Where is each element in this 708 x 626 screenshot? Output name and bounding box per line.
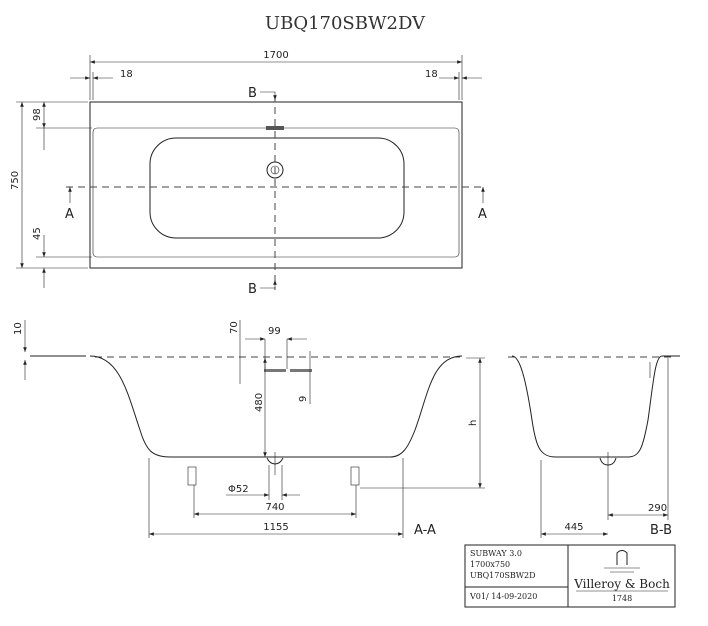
dim-rim-thickness: 10 [13,322,24,335]
dim-bottom-length: 1155 [263,522,288,533]
dim-overflow-width: 99 [268,326,281,337]
dim-rim-top: 98 [32,108,43,121]
dim-overflow-height: 9 [298,396,309,402]
product-size: 1700x750 [470,560,510,569]
section-a-right: A [478,207,487,222]
brand-name: Villeroy & Boch [573,577,670,591]
tub-outline [89,101,463,269]
section-a-left: A [65,207,74,222]
foot-right-icon [350,466,360,486]
tub-profile [89,355,463,458]
section-b-bottom: B [248,282,257,297]
top-view: 1700 18 18 750 98 45 B B A A [10,50,487,297]
brand-year: 1748 [612,594,632,603]
dim-rim-left: 18 [120,69,133,80]
dim-depth: 480 [254,393,265,412]
dim-drain: Φ52 [228,484,249,495]
dim-height: h [468,420,479,426]
section-b-top: B [248,86,257,101]
product-series: SUBWAY 3.0 [470,549,522,558]
dim-bottom-width: 445 [564,522,583,533]
section-aa-view: 10 70 99 9 480 h Φ52 740 1155 A-A [13,320,485,538]
dim-rim-right: 18 [425,69,438,80]
dim-width: 750 [10,171,21,190]
section-bb-view: 445 290 B-B [508,355,680,538]
tub-profile-bb [511,355,680,458]
section-aa-label: A-A [414,523,436,538]
overflow-bar [264,369,286,372]
version-date: V01/ 14-09-2020 [469,592,537,601]
dim-rim-bottom: 45 [32,227,43,240]
overflow-icon [266,126,284,130]
section-bb-label: B-B [650,523,672,538]
dim-drain-offset: 290 [648,503,667,514]
dim-length: 1700 [263,50,288,61]
basin-outline [149,137,405,239]
drawing-title: UBQ170SBW2DV [265,13,426,34]
foot-left-icon [187,466,197,486]
title-block: SUBWAY 3.0 1700x750 UBQ170SBW2D V01/ 14-… [464,544,676,608]
product-code: UBQ170SBW2D [470,571,536,580]
dim-overflow-offset: 70 [229,321,240,334]
dim-feet-spacing: 740 [265,502,284,513]
brand-logo-icon [616,550,628,565]
